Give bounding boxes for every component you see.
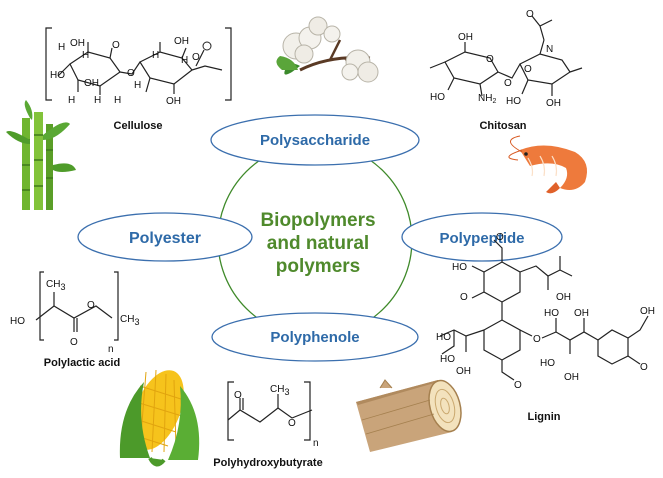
center-title-line-1: Biopolymers — [260, 210, 375, 231]
caption-cellulose: Cellulose — [114, 120, 163, 132]
lignin-o-right: O — [640, 362, 648, 373]
center-title-line-2: and natural — [267, 233, 369, 254]
pla-n: n — [108, 344, 114, 355]
category-polyphenole: Polyphenole — [270, 329, 359, 346]
cellulose-oh-1: OH — [70, 38, 85, 49]
pla-ch-1: CH — [46, 279, 60, 290]
pla-ch3-1: CH3 — [46, 279, 65, 292]
chitosan-o-4: O — [526, 9, 534, 20]
cellulose-h-6: H — [152, 50, 159, 61]
chitosan-ho-1: HO — [430, 92, 445, 103]
chitosan-oh-1: OH — [458, 32, 473, 43]
polysaccharide-ellipse — [210, 114, 420, 166]
polyphenole-ellipse — [211, 312, 419, 362]
phb-o-1: O — [234, 390, 242, 401]
cellulose-o-3: O — [192, 52, 200, 63]
lignin-structure — [439, 239, 649, 381]
lignin-ho-3: HO — [440, 354, 455, 365]
caption-chitosan: Chitosan — [479, 120, 526, 132]
phb-ch3: CH3 — [270, 384, 289, 397]
chitosan-nh-sub: 2 — [492, 98, 496, 105]
lignin-oh-4: OH — [564, 372, 579, 383]
cellulose-h-4: H — [94, 95, 101, 106]
pla-o-1: O — [87, 300, 95, 311]
bamboo-icon — [6, 100, 76, 210]
chitosan-oh-2: OH — [546, 98, 561, 109]
phb-ch: CH — [270, 384, 284, 395]
phb-o-2: O — [288, 418, 296, 429]
lignin-o-mid: O — [533, 334, 541, 345]
lignin-oh-3: OH — [574, 308, 589, 319]
lignin-ho-4: HO — [544, 308, 559, 319]
caption-lignin: Lignin — [528, 411, 561, 423]
category-polypeptide: Polypeptide — [439, 230, 524, 247]
lignin-o-bottom: O — [514, 380, 522, 391]
chitosan-n: N — [546, 44, 553, 55]
polypeptide-ellipse — [401, 212, 563, 262]
chitosan-o-1: O — [486, 54, 494, 65]
chitosan-o-3: O — [524, 64, 532, 75]
lignin-oh-5: OH — [640, 306, 655, 317]
chitosan-o-2: O — [504, 78, 512, 89]
cellulose-h-8: H — [134, 80, 141, 91]
cellulose-ho-1: HO — [50, 70, 65, 81]
chitosan-structure — [429, 15, 583, 97]
cellulose-h-7: H — [181, 55, 188, 66]
phb-n: n — [313, 438, 319, 449]
cellulose-h-3: H — [68, 95, 75, 106]
lignin-oh-2: OH — [456, 366, 471, 377]
pla-ch-2: CH — [120, 314, 134, 325]
caption-polyhydroxybutyrate: Polyhydroxybutyrate — [213, 457, 322, 469]
cellulose-o-2: O — [127, 68, 135, 79]
cellulose-structure — [45, 27, 232, 101]
cellulose-h-5: H — [114, 95, 121, 106]
pla-o-2: O — [70, 337, 78, 348]
lignin-o-left: O — [460, 292, 468, 303]
pla-ch-1-sub: 3 — [60, 282, 65, 292]
lignin-ho-2: HO — [436, 332, 451, 343]
polyhydroxybutyrate-structure — [227, 381, 313, 441]
chitosan-ho-2: HO — [506, 96, 521, 107]
pla-ch3-2: CH3 — [120, 314, 139, 327]
cotton-icon — [276, 16, 379, 83]
cellulose-o-1: O — [112, 40, 120, 51]
cellulose-h-1: H — [58, 42, 65, 53]
cellulose-oh-2: OH — [84, 78, 99, 89]
lignin-ho-5: HO — [540, 358, 555, 369]
lignin-ho-1: HO — [452, 262, 467, 273]
phb-ch-sub: 3 — [284, 387, 289, 397]
lignin-o-top: O — [496, 232, 504, 243]
pla-ch-2-sub: 3 — [134, 317, 139, 327]
category-polyester: Polyester — [129, 230, 201, 247]
cellulose-oh-4: OH — [166, 96, 181, 107]
cellulose-oh-3: OH — [174, 36, 189, 47]
category-polysaccharide: Polysaccharide — [260, 132, 370, 149]
cellulose-h-2: H — [82, 50, 89, 61]
polyester-ellipse — [77, 212, 253, 262]
polylactic-acid-structure — [35, 271, 119, 341]
lignin-oh-1: OH — [556, 292, 571, 303]
chitosan-nh2: NH2 — [478, 93, 496, 105]
corn-icon — [119, 369, 200, 467]
pla-ho: HO — [10, 316, 25, 327]
caption-polylactic-acid: Polylactic acid — [44, 357, 120, 369]
center-title-line-3: polymers — [276, 256, 360, 277]
shrimp-icon — [508, 135, 588, 194]
wood-log-icon — [356, 379, 462, 452]
chitosan-nh: NH — [478, 93, 492, 104]
